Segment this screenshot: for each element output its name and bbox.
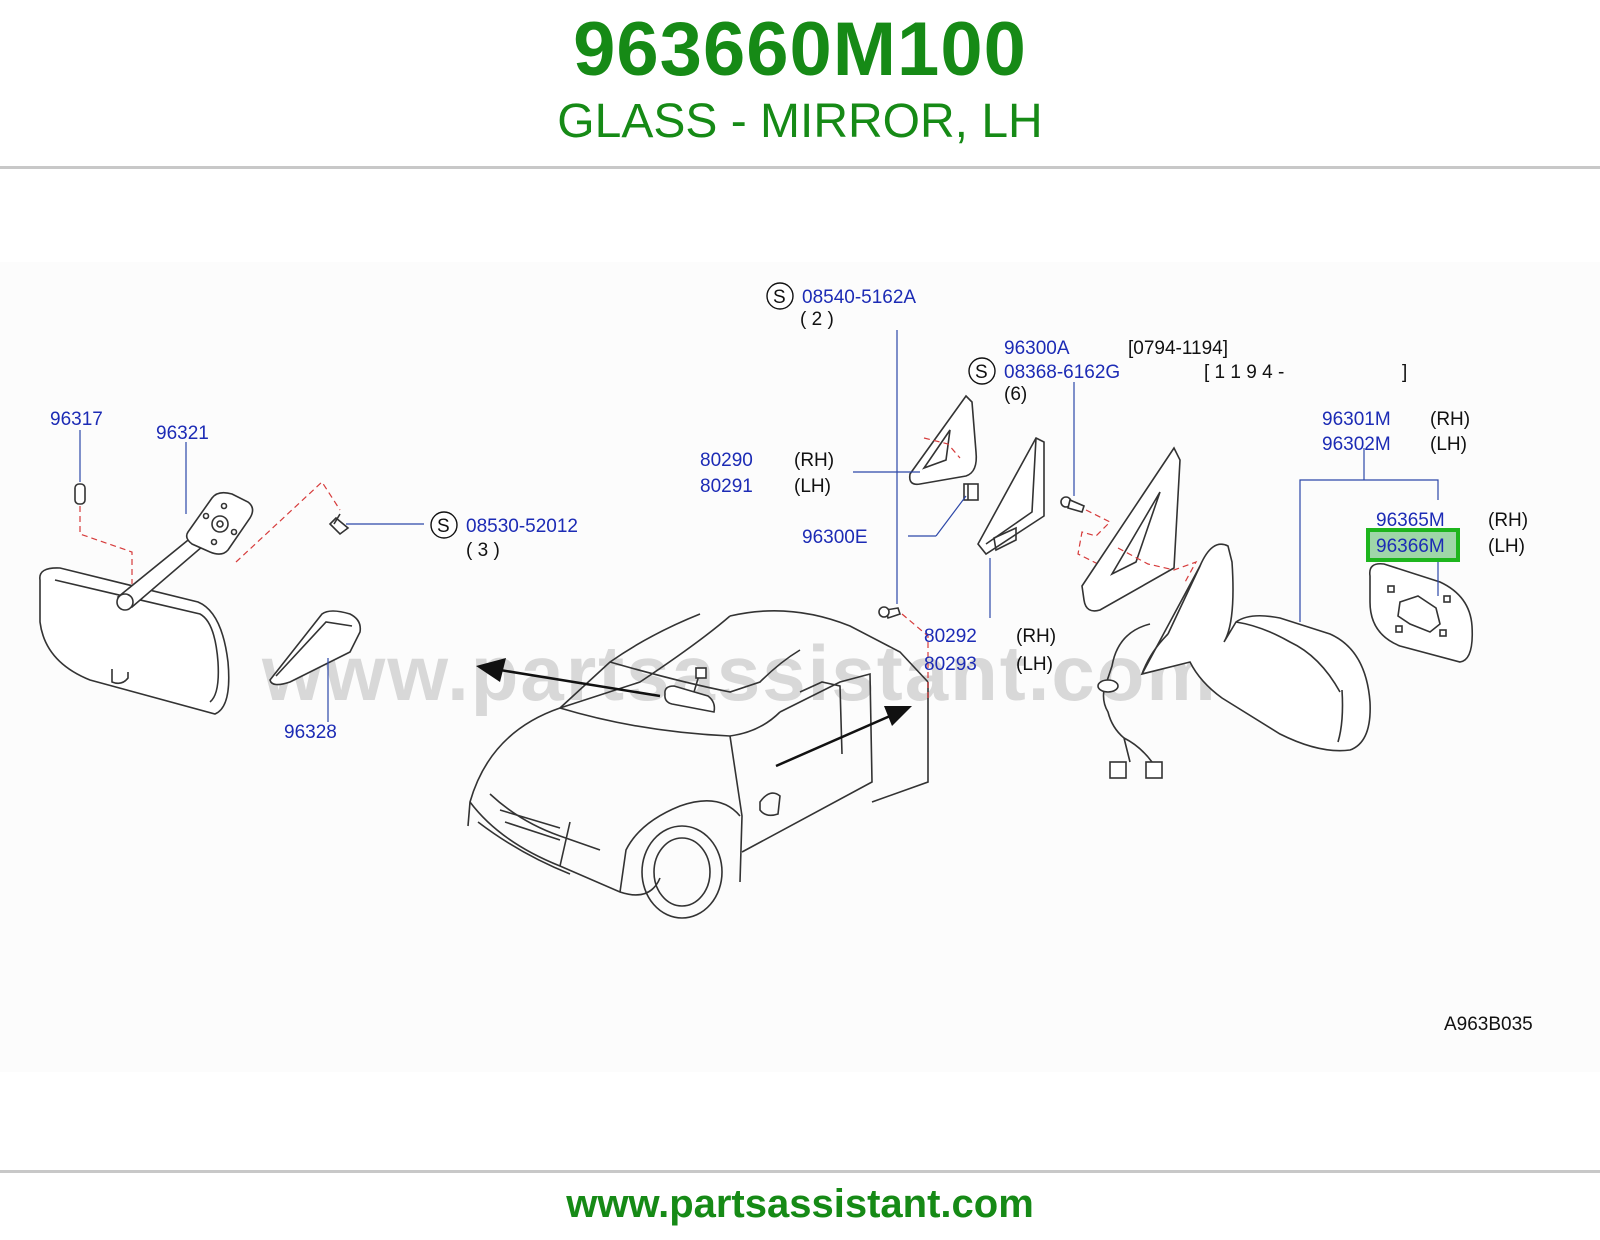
vehicle-illustration xyxy=(467,610,929,919)
range-08368-6162G: [ 1 1 9 4 - xyxy=(1204,362,1284,383)
callout-08540-5162A[interactable]: 08540-5162A xyxy=(802,287,916,308)
callout-96317[interactable]: 96317 xyxy=(50,409,103,430)
callout-08530-52012[interactable]: 08530-52012 xyxy=(466,516,578,537)
callout-80291[interactable]: 80291 xyxy=(700,476,753,497)
side-96302M: (LH) xyxy=(1430,434,1467,455)
leader-96301M xyxy=(1299,479,1439,622)
callout-96301M[interactable]: 96301M xyxy=(1322,409,1391,430)
watermark: www.partsassistant.com xyxy=(261,629,1218,717)
outside-mirror-illustration xyxy=(1097,543,1371,779)
leader-96300E xyxy=(935,495,967,537)
s-marker-08530 xyxy=(430,511,458,539)
side-80292: (RH) xyxy=(1016,626,1056,647)
figure-id: A963B035 xyxy=(1444,1014,1533,1035)
range-08368-6162G-close: ] xyxy=(1402,362,1407,383)
footer-divider xyxy=(0,1170,1600,1173)
inside-mirror-illustration xyxy=(39,481,350,715)
header-divider xyxy=(0,166,1600,169)
page-header: 963660M100 GLASS - MIRROR, LH xyxy=(0,0,1600,168)
side-80293: (LH) xyxy=(1016,654,1053,675)
side-96301M: (RH) xyxy=(1430,409,1470,430)
mirror-glass-illustration xyxy=(1368,562,1474,663)
qty-08540-5162A: ( 2 ) xyxy=(800,309,834,330)
footer-url-link[interactable]: www.partsassistant.com xyxy=(566,1182,1034,1226)
callout-96365M[interactable]: 96365M xyxy=(1376,510,1445,531)
callout-80290[interactable]: 80290 xyxy=(700,450,753,471)
s-marker-08540-letter: S xyxy=(773,287,786,308)
callout-96321[interactable]: 96321 xyxy=(156,423,209,444)
parts-diagram-svg: www.partsassistant.com xyxy=(39,282,1533,1035)
mirror-cover-illustration xyxy=(269,610,362,686)
callout-96300A[interactable]: 96300A xyxy=(1004,338,1070,359)
side-96366M: (LH) xyxy=(1488,536,1525,557)
s-marker-08368-letter: S xyxy=(975,362,988,383)
callout-80292[interactable]: 80292 xyxy=(924,626,977,647)
s-marker-08368 xyxy=(968,357,996,385)
callout-96328[interactable]: 96328 xyxy=(284,722,337,743)
range-96300A: [0794-1194] xyxy=(1128,338,1228,359)
callout-96300E[interactable]: 96300E xyxy=(802,527,868,548)
mirror-bracket-illustration xyxy=(878,394,1198,702)
qty-08530-52012: ( 3 ) xyxy=(466,540,500,561)
s-marker-08540 xyxy=(766,282,794,310)
part-number-title: 963660M100 xyxy=(573,7,1027,92)
callout-arrows xyxy=(476,658,912,768)
side-80291: (LH) xyxy=(794,476,831,497)
highlight-box-96366M xyxy=(1366,528,1460,562)
callout-08368-6162G[interactable]: 08368-6162G xyxy=(1004,362,1120,383)
part-name-subtitle: GLASS - MIRROR, LH xyxy=(557,95,1043,148)
callout-96366M[interactable]: 96366M xyxy=(1376,536,1445,557)
side-96365M: (RH) xyxy=(1488,510,1528,531)
callout-80293[interactable]: 80293 xyxy=(924,654,977,675)
parts-diagram: www.partsassistant.com xyxy=(0,262,1600,1072)
s-marker-08530-letter: S xyxy=(437,516,450,537)
callout-96302M[interactable]: 96302M xyxy=(1322,434,1391,455)
qty-08368-6162G: (6) xyxy=(1004,384,1027,405)
side-80290: (RH) xyxy=(794,450,834,471)
